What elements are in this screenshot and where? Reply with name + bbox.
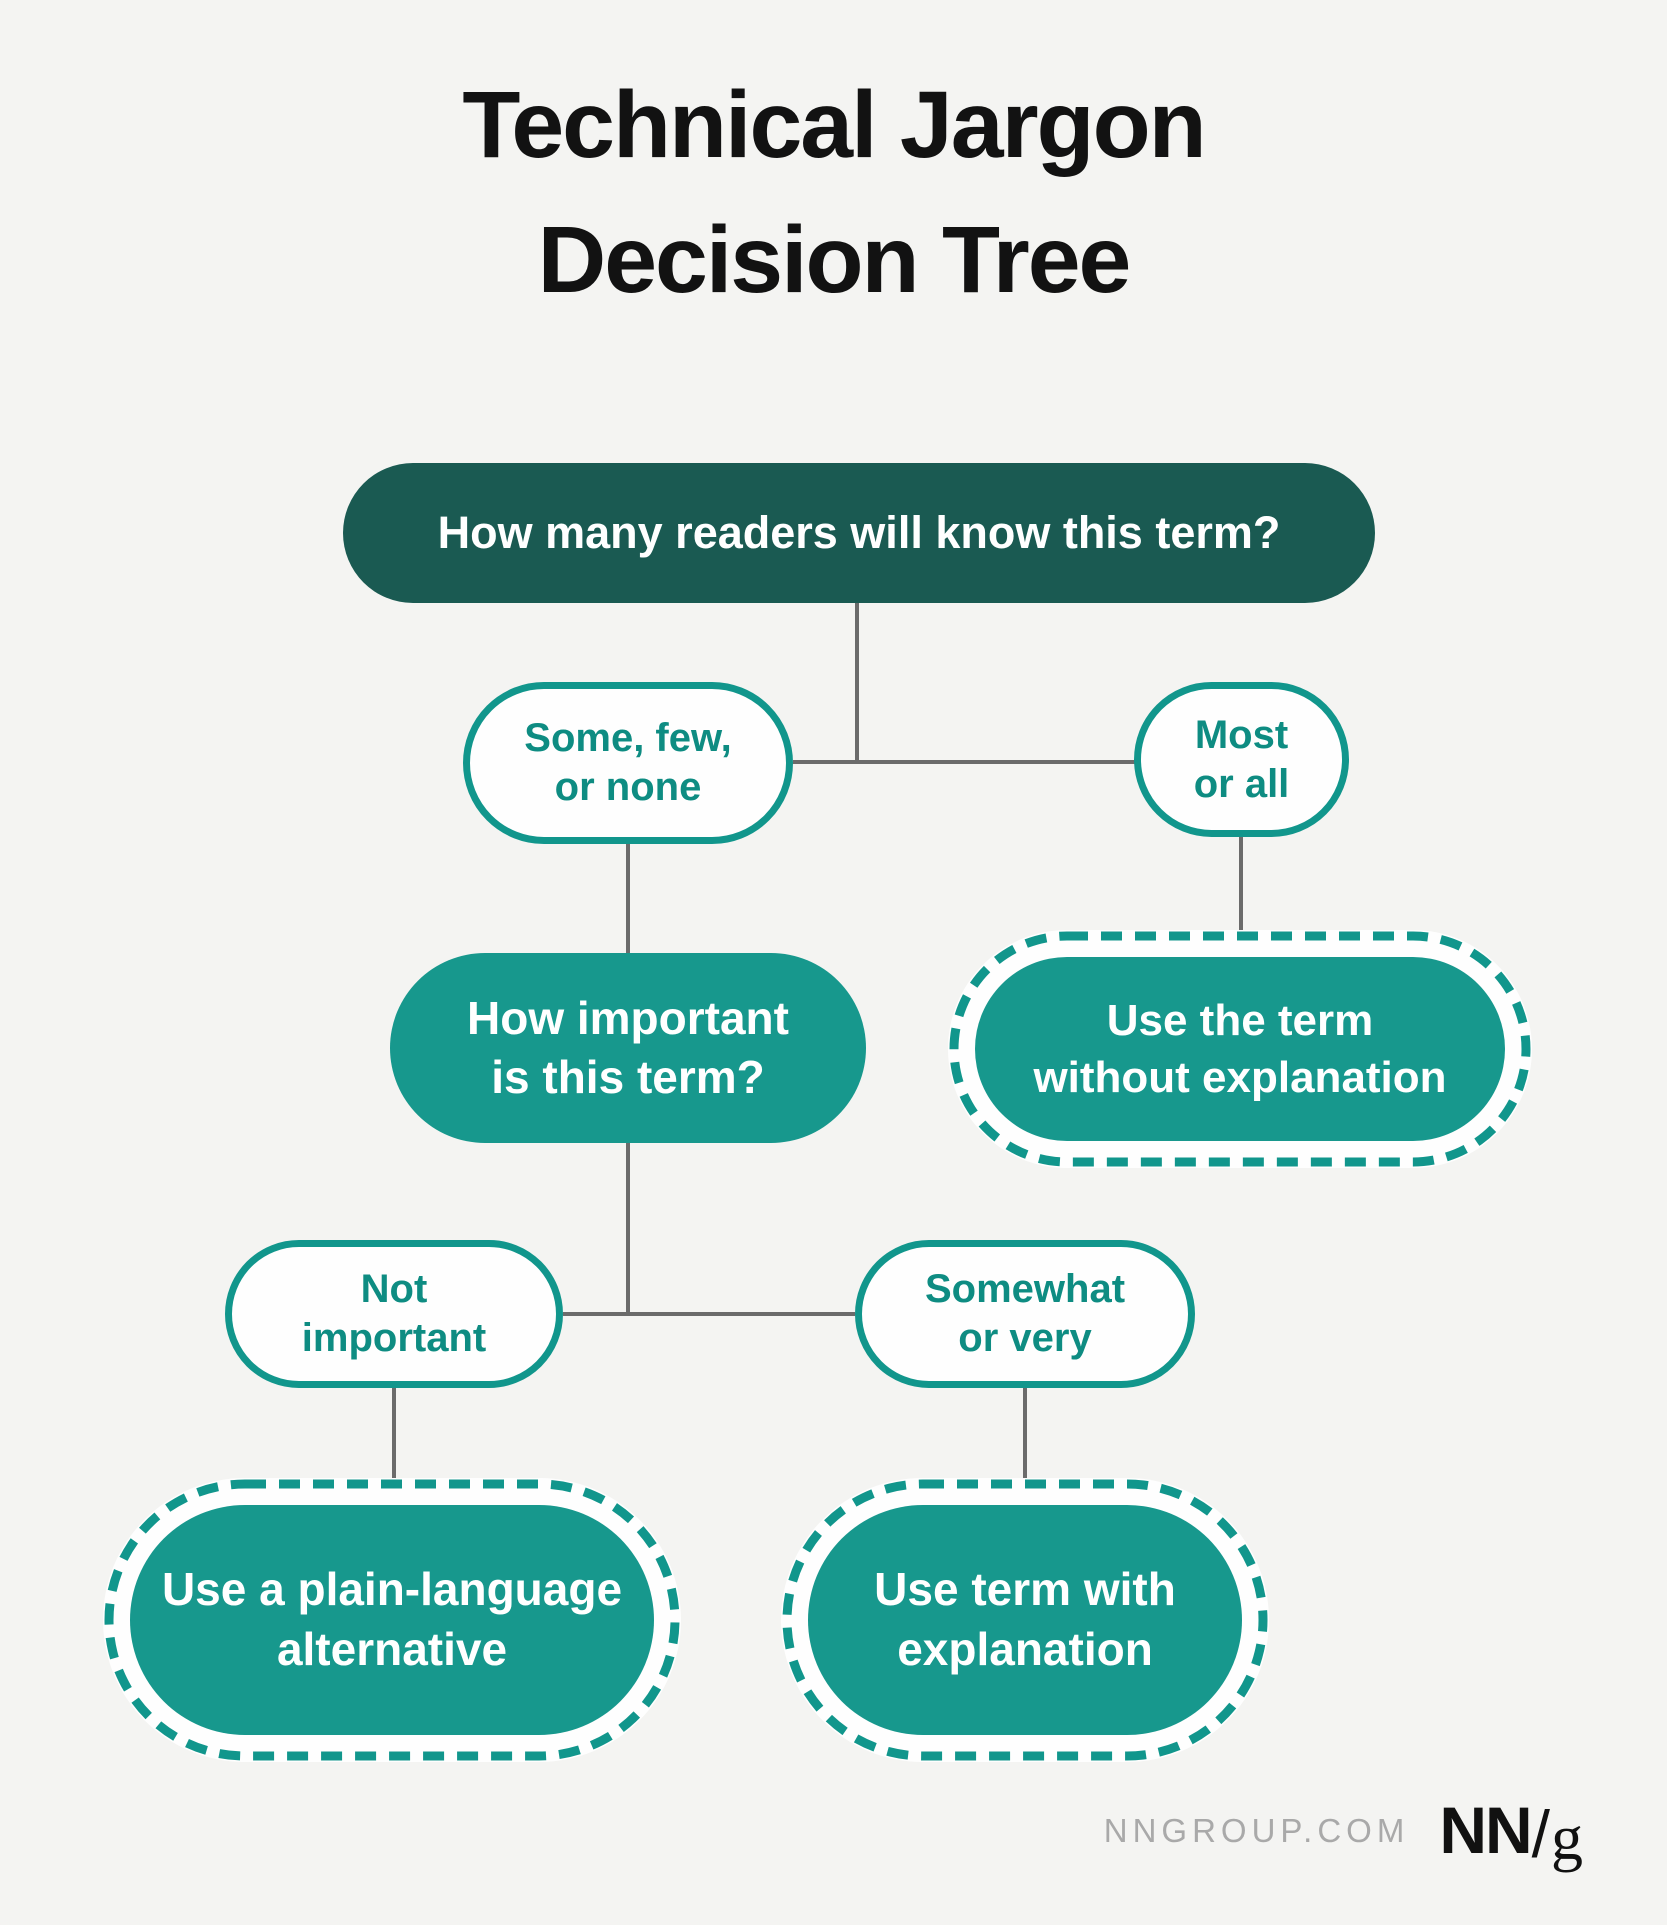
node-branch-not-important: Not important [225,1240,563,1388]
connector-level2-horizontal [563,1312,855,1316]
branch-some-label: Some, few, or none [524,716,732,809]
node-outcome-use-without-explanation: Use the term without explanation [948,930,1532,1168]
nng-logo-slash: / [1531,1797,1550,1871]
connector-importance-down [626,1141,630,1315]
node-branch-most-or-all: Most or all [1134,682,1349,837]
node-root-question-label: How many readers will know this term? [437,507,1281,558]
branch-most-label: Most or all [1193,712,1290,806]
nng-logo-nn: NN [1439,1793,1532,1867]
outcome-use-without-label: Use the term without explanation [975,957,1505,1141]
footer: NNGROUP.COM NN / g [1103,1792,1583,1873]
footer-site-url: NNGROUP.COM [1103,1811,1410,1849]
dashed-border-icon [949,931,1531,1167]
connector-most-down [1239,835,1243,934]
branch-not-important-label: Not important [301,1267,487,1360]
importance-question-label: How important is this term? [467,992,789,1103]
connector-root-down [855,601,859,764]
node-branch-somewhat-or-very: Somewhat or very [855,1240,1195,1388]
connector-level1-horizontal [793,760,1139,764]
outcome-with-explanation-label: Use term with explanation [808,1505,1242,1735]
node-outcome-with-explanation: Use term with explanation [781,1478,1269,1762]
connector-somewhat-down [1023,1386,1027,1480]
dashed-border-icon [104,1479,680,1761]
node-branch-some-few-none: Some, few, or none [463,682,793,844]
node-importance-question: How important is this term? [390,953,866,1143]
node-root-question: How many readers will know this term? [343,463,1375,603]
node-outcome-plain-language: Use a plain-language alternative [103,1478,681,1762]
connector-notimportant-down [392,1386,396,1480]
outcome-plain-language-label: Use a plain-language alternative [130,1505,654,1735]
nng-logo: NN / g [1439,1792,1583,1873]
branch-somewhat-label: Somewhat or very [924,1267,1126,1360]
page-title: Technical Jargon Decision Tree [462,72,1206,313]
connector-some-down [626,842,630,957]
nng-logo-g: g [1551,1802,1583,1873]
dashed-border-icon [782,1479,1268,1761]
